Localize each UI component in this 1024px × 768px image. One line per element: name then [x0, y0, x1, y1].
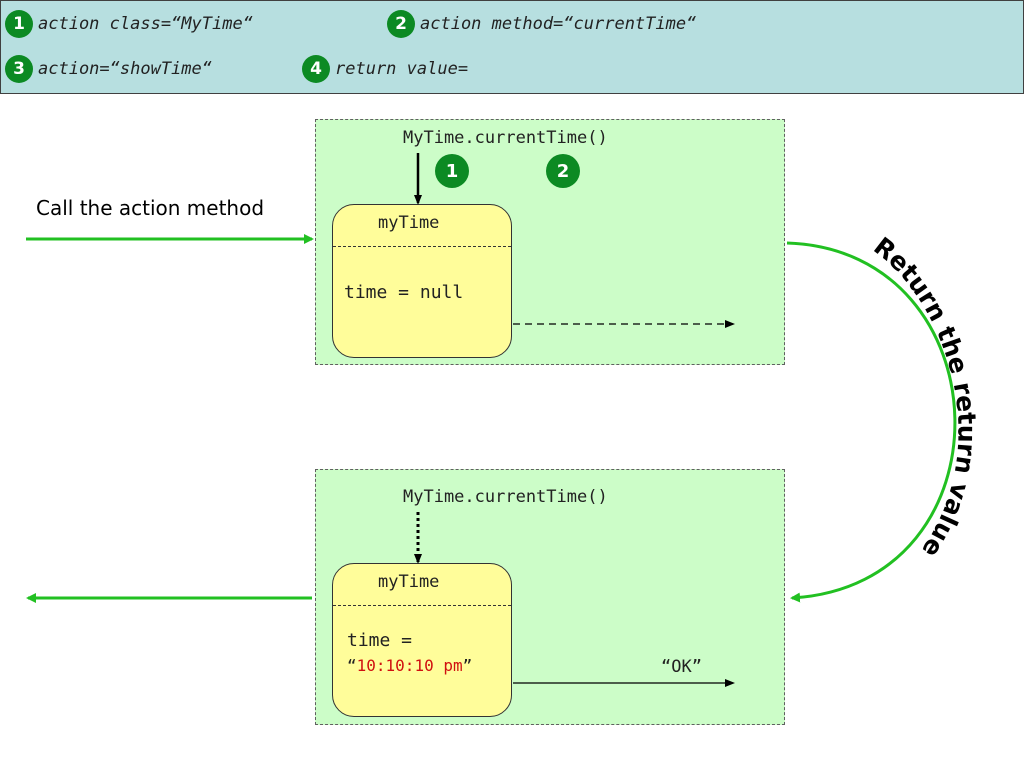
step-badge-2: 2: [387, 10, 415, 38]
open-quote: “: [347, 656, 357, 675]
top-object-name: myTime: [378, 213, 440, 233]
top-step-badge-2: 2: [546, 154, 580, 188]
call-action-label: Call the action method: [36, 196, 265, 220]
legend-text-2: action method=“currentTime“: [420, 14, 697, 34]
top-object-field: time = null: [344, 282, 464, 303]
return-ok-label: “OK”: [661, 657, 702, 677]
legend-item-1: 1 action class=“MyTime“: [5, 10, 253, 38]
top-object-box: [332, 204, 512, 358]
bottom-object-field-value-line: “10:10:10 pm”: [347, 656, 472, 675]
return-value-label: Return the return value: [868, 231, 981, 562]
legend-item-3: 3 action=“showTime“: [5, 55, 212, 83]
close-quote: ”: [462, 656, 473, 675]
header-legend: 1 action class=“MyTime“ 2 action method=…: [0, 0, 1024, 94]
bottom-method-call: MyTime.currentTime(): [403, 487, 608, 507]
time-value: 10:10:10 pm: [356, 656, 463, 675]
object-divider: [333, 605, 511, 606]
legend-text-4: return value=: [335, 59, 469, 79]
legend-item-4: 4 return value=: [302, 55, 468, 83]
bottom-object-field-label: time =: [347, 630, 413, 651]
bottom-object-name: myTime: [378, 572, 440, 592]
step-badge-4: 4: [302, 55, 330, 83]
step-badge-1: 1: [5, 10, 33, 38]
top-method-call: MyTime.currentTime(): [403, 128, 608, 148]
object-divider: [333, 246, 511, 247]
legend-text-1: action class=“MyTime“: [38, 14, 253, 34]
step-badge-3: 3: [5, 55, 33, 83]
top-step-badge-1: 1: [435, 154, 469, 188]
legend-text-3: action=“showTime“: [38, 59, 212, 79]
bottom-object-box: [332, 563, 512, 717]
return-value-curve-arrow: [786, 241, 957, 603]
legend-item-2: 2 action method=“currentTime“: [387, 10, 696, 38]
